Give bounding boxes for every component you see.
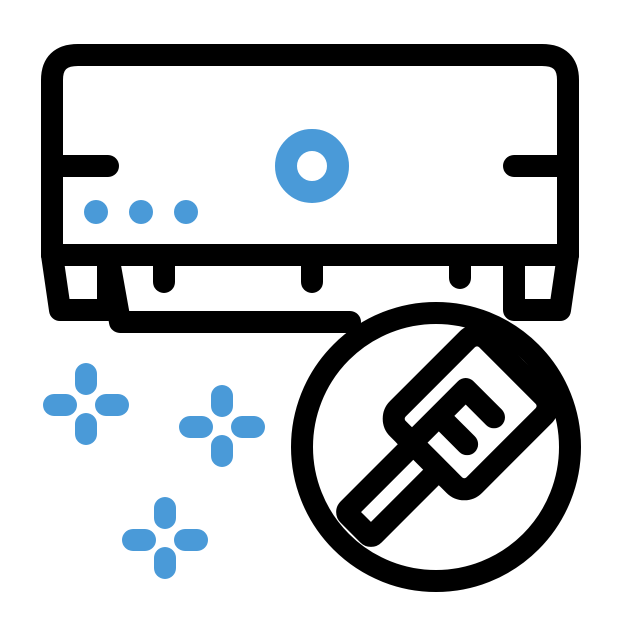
indicator-dots <box>84 200 198 224</box>
cleaning-badge <box>291 302 581 592</box>
sparkle-icon <box>43 363 129 445</box>
indicator-dot <box>129 200 153 224</box>
ac-unit-body <box>41 44 579 266</box>
indicator-dot <box>84 200 108 224</box>
cleaning-badge-ring <box>291 302 581 592</box>
ac-louver-panel <box>97 244 361 333</box>
brush-icon <box>336 324 559 547</box>
sparkle-icon <box>179 385 265 467</box>
sparkle-icon <box>122 497 208 579</box>
power-indicator-icon <box>275 129 349 203</box>
sparkles <box>43 363 265 579</box>
ac-unit <box>41 44 579 333</box>
indicator-dot <box>174 200 198 224</box>
ac-louver-right <box>503 244 579 321</box>
